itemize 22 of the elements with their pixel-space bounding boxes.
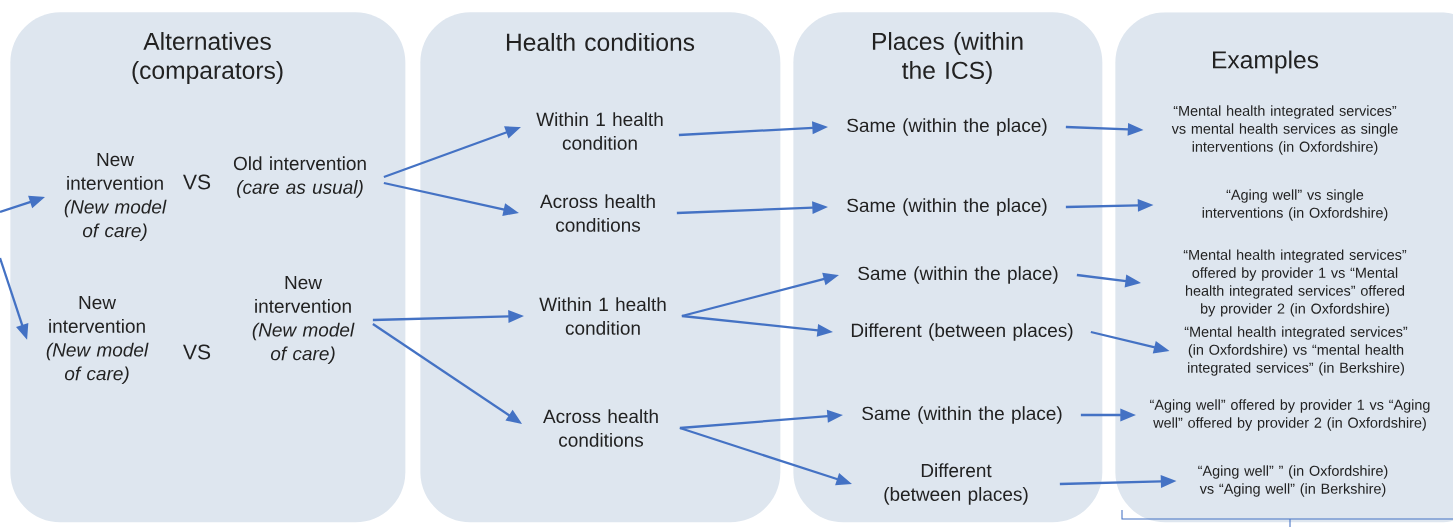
option-text: Across health conditions (543, 409, 658, 447)
option-text: Across health conditions (540, 194, 655, 232)
example-text: “Mental health integrated services” vs mental health services as single interventions (in Oxfordshire) (1171, 105, 1398, 155)
example-text: “Aging well” vs single interventions (in Oxfordshire) (1202, 189, 1388, 221)
option-text: Old intervention (care as usual) (233, 156, 366, 198)
vs-label: VS (183, 174, 211, 190)
example-text: “Aging well” offered by provider 1 vs “Aging well” offered by provider 2 (in Oxfordshire) (1150, 399, 1430, 431)
option-text: Within 1 health condition (536, 112, 663, 150)
option-text: Same (within the place) (847, 198, 1047, 216)
option-text: New intervention (New model of care) (46, 295, 149, 385)
option-text: New intervention (New model of care) (252, 275, 355, 365)
option-text: Different (between places) (884, 463, 1028, 505)
example-text: “Mental health integrated services” offered by provider 1 vs “Mental health integrated services” offered by provider 2 (in Oxfordshire) (1183, 249, 1407, 317)
vs-label: VS (183, 344, 211, 360)
option-text: New intervention (New model of care) (64, 152, 167, 242)
option-text: Different (between places) (851, 323, 1073, 341)
example-text: “Mental health integrated services” (in Oxfordshire) vs “mental health integrated services” (in Berkshire) (1184, 326, 1408, 376)
option-text: Same (within the place) (858, 266, 1058, 284)
option-text: Same (within the place) (847, 118, 1047, 136)
option-text: Within 1 health condition (539, 297, 666, 335)
option-text: Same (within the place) (862, 406, 1062, 424)
example-text: “Aging well” ” (in Oxfordshire) vs “Aging well” (in Berkshire) (1198, 465, 1388, 497)
